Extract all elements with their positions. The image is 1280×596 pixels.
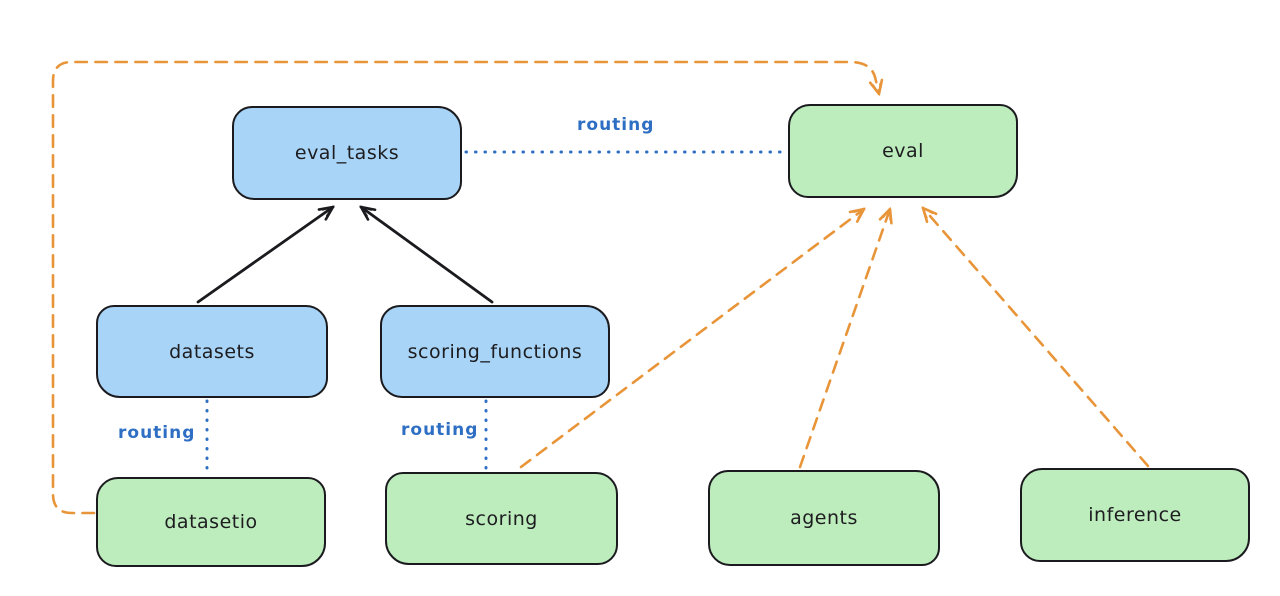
node-inference: inference [1020,468,1250,562]
node-agents-label: agents [790,507,858,529]
node-scoring-functions-label: scoring_functions [407,340,583,363]
node-scoring-functions: scoring_functions [380,305,610,398]
edge-datasetio-to-eval [51,60,884,515]
node-inference-label: inference [1088,504,1182,526]
node-datasets-label: datasets [169,340,255,363]
edge-scoring-functions-to-eval-tasks [359,205,494,304]
node-agents: agents [708,470,940,566]
node-eval-label: eval [882,140,924,162]
node-datasetio-label: datasetio [164,511,258,533]
routing-label-eval-tasks-eval: routing [577,115,655,135]
node-scoring-label: scoring [465,507,538,530]
edge-agents-to-eval [798,206,893,469]
node-datasetio: datasetio [96,477,326,567]
edge-inference-to-eval [921,206,1150,468]
routing-label-scoring-functions-scoring: routing [401,420,479,440]
routing-label-datasets-datasetio: routing [118,423,196,443]
edge-datasets-to-eval-tasks [196,205,335,304]
node-eval-tasks-label: eval_tasks [294,142,400,164]
node-eval-tasks: eval_tasks [232,106,462,200]
node-eval: eval [788,104,1018,198]
node-datasets: datasets [96,305,328,398]
node-scoring: scoring [385,472,618,565]
